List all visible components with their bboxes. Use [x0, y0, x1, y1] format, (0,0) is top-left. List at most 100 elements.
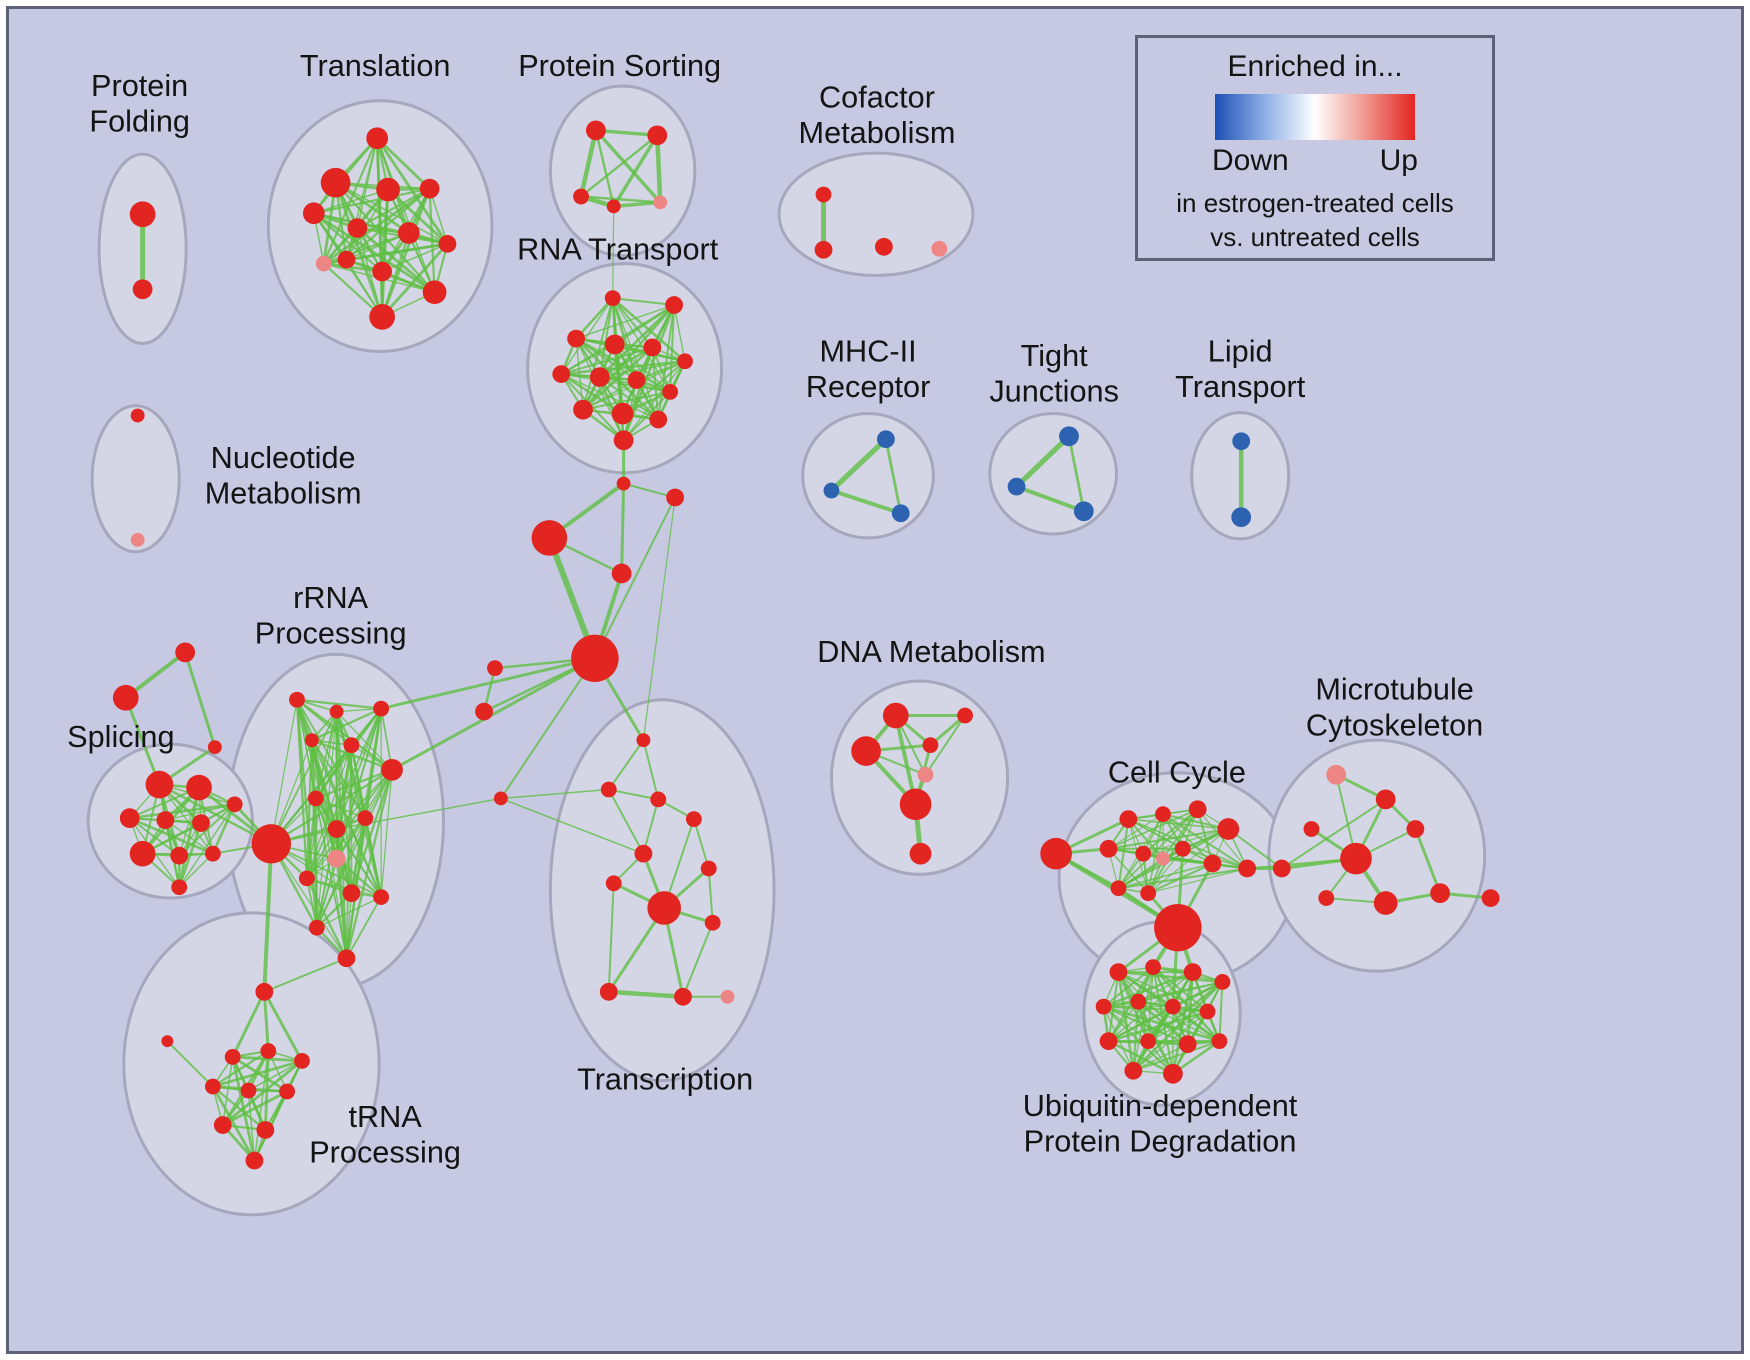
network-node[interactable] — [1211, 1033, 1228, 1050]
network-node[interactable] — [662, 383, 679, 400]
network-node[interactable] — [145, 770, 174, 799]
network-node[interactable] — [315, 255, 332, 272]
network-node[interactable] — [192, 814, 210, 832]
network-node[interactable] — [643, 338, 662, 357]
network-node[interactable] — [304, 733, 319, 748]
network-node[interactable] — [397, 222, 420, 244]
network-node[interactable] — [129, 840, 156, 867]
network-node[interactable] — [1406, 820, 1425, 838]
network-node[interactable] — [1373, 891, 1398, 915]
network-node[interactable] — [487, 660, 503, 677]
network-node[interactable] — [674, 987, 692, 1006]
network-node[interactable] — [931, 240, 948, 257]
network-node[interactable] — [342, 884, 361, 903]
network-node[interactable] — [1007, 477, 1026, 496]
network-node[interactable] — [1164, 998, 1181, 1015]
network-node[interactable] — [307, 790, 324, 807]
network-node[interactable] — [650, 791, 667, 808]
network-node[interactable] — [369, 304, 395, 330]
network-node[interactable] — [1326, 764, 1347, 785]
network-node[interactable] — [589, 367, 610, 387]
network-node[interactable] — [327, 820, 346, 838]
network-node[interactable] — [815, 186, 832, 203]
network-node[interactable] — [1140, 1033, 1157, 1050]
network-node[interactable] — [1214, 974, 1231, 990]
network-node[interactable] — [366, 127, 389, 150]
network-node[interactable] — [647, 891, 682, 925]
network-node[interactable] — [1109, 963, 1128, 981]
network-node[interactable] — [666, 488, 684, 507]
network-node[interactable] — [814, 240, 833, 259]
network-node[interactable] — [649, 410, 668, 429]
network-node[interactable] — [240, 1082, 257, 1099]
network-node[interactable] — [704, 914, 721, 931]
network-node[interactable] — [606, 199, 621, 214]
network-node[interactable] — [700, 860, 717, 877]
network-node[interactable] — [1140, 885, 1157, 902]
network-node[interactable] — [475, 702, 493, 721]
network-node[interactable] — [1203, 854, 1222, 873]
network-node[interactable] — [616, 476, 631, 491]
network-node[interactable] — [1231, 507, 1252, 528]
network-node[interactable] — [531, 520, 568, 556]
network-node[interactable] — [1340, 842, 1372, 875]
network-node[interactable] — [422, 280, 447, 305]
network-node[interactable] — [493, 791, 508, 806]
network-node[interactable] — [175, 642, 196, 663]
network-node[interactable] — [1232, 432, 1251, 451]
network-node[interactable] — [571, 634, 619, 682]
network-node[interactable] — [1124, 1061, 1143, 1080]
network-node[interactable] — [1119, 810, 1138, 829]
network-node[interactable] — [1163, 1063, 1183, 1084]
network-node[interactable] — [685, 811, 702, 828]
network-node[interactable] — [653, 195, 668, 210]
network-node[interactable] — [567, 329, 586, 348]
network-node[interactable] — [611, 563, 632, 584]
network-node[interactable] — [357, 810, 374, 827]
network-node[interactable] — [213, 1116, 232, 1134]
network-node[interactable] — [251, 824, 292, 864]
network-node[interactable] — [1178, 1035, 1197, 1053]
network-node[interactable] — [573, 188, 589, 205]
network-node[interactable] — [1155, 806, 1171, 823]
network-node[interactable] — [1135, 845, 1152, 862]
network-node[interactable] — [882, 702, 909, 729]
network-node[interactable] — [917, 766, 934, 783]
network-node[interactable] — [204, 845, 221, 862]
network-node[interactable] — [1199, 1003, 1216, 1020]
network-node[interactable] — [604, 334, 625, 355]
network-node[interactable] — [132, 279, 153, 300]
network-node[interactable] — [373, 700, 390, 717]
network-node[interactable] — [634, 844, 653, 863]
network-node[interactable] — [1272, 859, 1291, 878]
network-node[interactable] — [156, 811, 175, 830]
network-node[interactable] — [1110, 880, 1127, 897]
network-node[interactable] — [573, 399, 593, 420]
network-node[interactable] — [1059, 426, 1079, 447]
network-node[interactable] — [1099, 1032, 1118, 1051]
network-node[interactable] — [171, 879, 188, 896]
network-node[interactable] — [1073, 501, 1094, 522]
network-node[interactable] — [119, 808, 140, 829]
network-node[interactable] — [611, 402, 634, 425]
network-node[interactable] — [552, 365, 571, 383]
network-node[interactable] — [130, 532, 145, 547]
network-node[interactable] — [294, 1052, 310, 1069]
network-node[interactable] — [586, 120, 606, 141]
network-node[interactable] — [255, 982, 274, 1001]
network-node[interactable] — [320, 167, 351, 198]
network-node[interactable] — [302, 202, 325, 225]
network-node[interactable] — [372, 261, 393, 282]
network-node[interactable] — [627, 371, 646, 389]
network-node[interactable] — [1183, 963, 1202, 981]
network-node[interactable] — [1238, 859, 1257, 878]
network-node[interactable] — [224, 1049, 241, 1065]
network-node[interactable] — [909, 842, 932, 865]
network-node[interactable] — [875, 237, 893, 256]
network-node[interactable] — [677, 353, 693, 370]
network-node[interactable] — [337, 250, 356, 269]
network-node[interactable] — [1188, 800, 1207, 819]
network-node[interactable] — [308, 919, 325, 936]
network-node[interactable] — [1430, 883, 1451, 904]
network-node[interactable] — [720, 989, 735, 1004]
